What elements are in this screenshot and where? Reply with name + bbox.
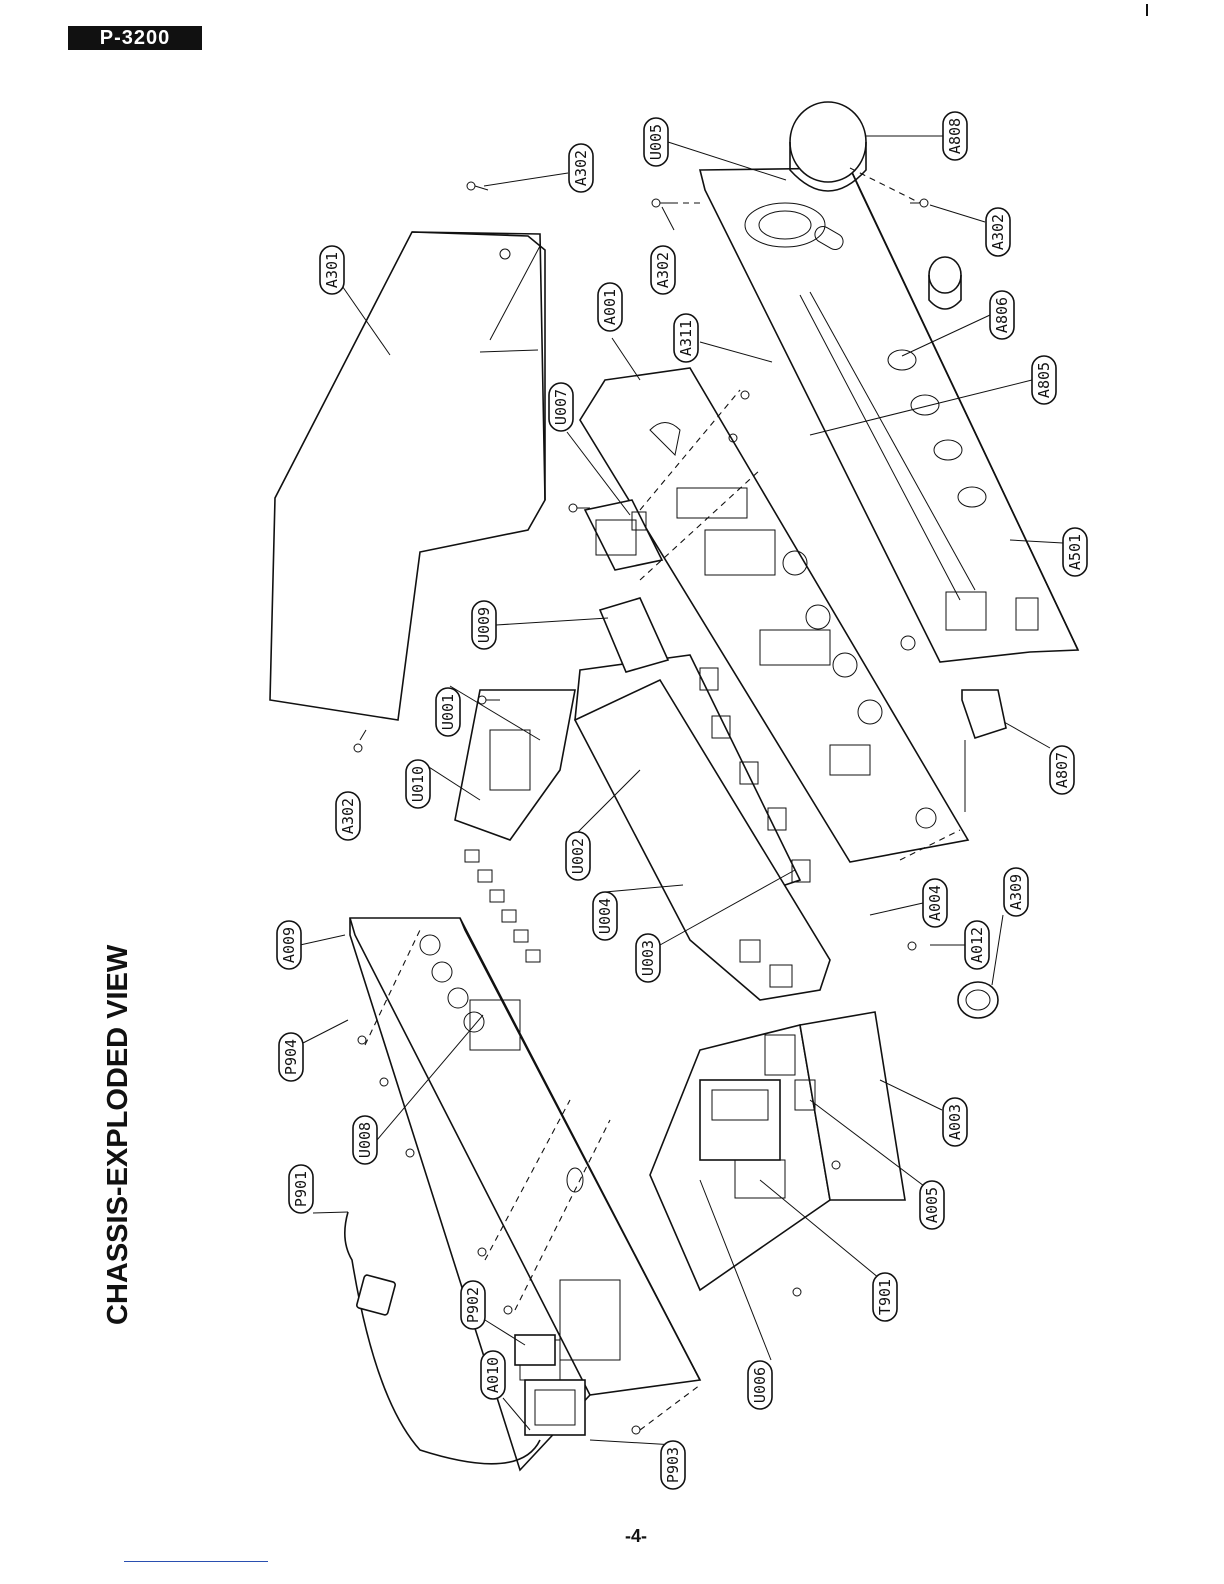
callout-u004: U004 <box>593 892 617 940</box>
svg-text:A301: A301 <box>323 252 341 288</box>
svg-text:A004: A004 <box>926 885 944 921</box>
svg-text:A302: A302 <box>989 214 1007 250</box>
svg-text:U008: U008 <box>356 1122 374 1158</box>
callout-a009: A009 <box>277 921 301 969</box>
foot-drawing <box>958 982 998 1018</box>
svg-text:T901: T901 <box>876 1279 894 1315</box>
svg-text:U007: U007 <box>552 389 570 425</box>
svg-text:A501: A501 <box>1066 534 1084 570</box>
callout-u009: U009 <box>472 601 496 649</box>
callout-u007: U007 <box>549 383 573 431</box>
callout-a301: A301 <box>320 246 344 294</box>
callout-u006: U006 <box>748 1361 772 1409</box>
svg-text:P902: P902 <box>464 1287 482 1323</box>
callout-a805: A805 <box>1032 356 1056 404</box>
svg-text:A807: A807 <box>1053 752 1071 788</box>
callout-u003: U003 <box>636 934 660 982</box>
callout-p903: P903 <box>661 1441 685 1489</box>
callout-a003: A003 <box>943 1098 967 1146</box>
callout-u002: U002 <box>566 832 590 880</box>
callout-a309: A309 <box>1004 868 1028 916</box>
svg-text:A302: A302 <box>572 150 590 186</box>
svg-text:A808: A808 <box>946 118 964 154</box>
callout-t901: T901 <box>873 1273 897 1321</box>
callout-a501: A501 <box>1063 528 1087 576</box>
callout-a010: A010 <box>481 1351 505 1399</box>
svg-text:U005: U005 <box>647 124 665 160</box>
svg-text:A806: A806 <box>993 297 1011 333</box>
callout-a302-bottom: A302 <box>336 792 360 840</box>
svg-text:U001: U001 <box>439 694 457 730</box>
callout-u010: U010 <box>406 760 430 808</box>
callout-a001: A001 <box>598 283 622 331</box>
svg-text:U010: U010 <box>409 766 427 802</box>
top-cover-drawing <box>270 232 545 720</box>
svg-text:A001: A001 <box>601 289 619 325</box>
svg-text:P903: P903 <box>664 1447 682 1483</box>
svg-text:U003: U003 <box>639 940 657 976</box>
callout-a302-panel-right: A302 <box>986 208 1010 256</box>
callout-u005: U005 <box>644 118 668 166</box>
power-section-drawing <box>650 1025 830 1290</box>
svg-text:A003: A003 <box>946 1104 964 1140</box>
callout-p901: P901 <box>289 1165 313 1213</box>
svg-text:A012: A012 <box>968 927 986 963</box>
small-knob-drawing <box>929 257 961 309</box>
svg-text:A005: A005 <box>923 1187 941 1223</box>
lamp-block-drawing <box>962 690 1006 812</box>
svg-text:A805: A805 <box>1035 362 1053 398</box>
svg-text:A302: A302 <box>339 798 357 834</box>
callout-a806: A806 <box>990 291 1014 339</box>
callout-u001: U001 <box>436 688 460 736</box>
callout-a302-panel-left: A302 <box>651 246 675 294</box>
svg-text:A302: A302 <box>654 252 672 288</box>
svg-text:A010: A010 <box>484 1357 502 1393</box>
callout-a311: A311 <box>674 314 698 362</box>
callout-a005: A005 <box>920 1181 944 1229</box>
svg-text:U004: U004 <box>596 898 614 934</box>
callout-a302-top: A302 <box>569 144 593 192</box>
svg-text:A009: A009 <box>280 927 298 963</box>
svg-text:U006: U006 <box>751 1367 769 1403</box>
svg-text:U002: U002 <box>569 838 587 874</box>
svg-text:U009: U009 <box>475 607 493 643</box>
svg-text:P901: P901 <box>292 1171 310 1207</box>
callout-a807: A807 <box>1050 746 1074 794</box>
callout-p902: P902 <box>461 1281 485 1329</box>
svg-text:P904: P904 <box>282 1039 300 1075</box>
input-board-drawing <box>455 690 575 962</box>
callout-a012: A012 <box>965 921 989 969</box>
callout-p904: P904 <box>279 1033 303 1081</box>
svg-text:A309: A309 <box>1007 874 1025 910</box>
callout-u008: U008 <box>353 1116 377 1164</box>
callout-a808: A808 <box>943 112 967 160</box>
callout-a004: A004 <box>923 879 947 927</box>
svg-text:A311: A311 <box>677 320 695 356</box>
